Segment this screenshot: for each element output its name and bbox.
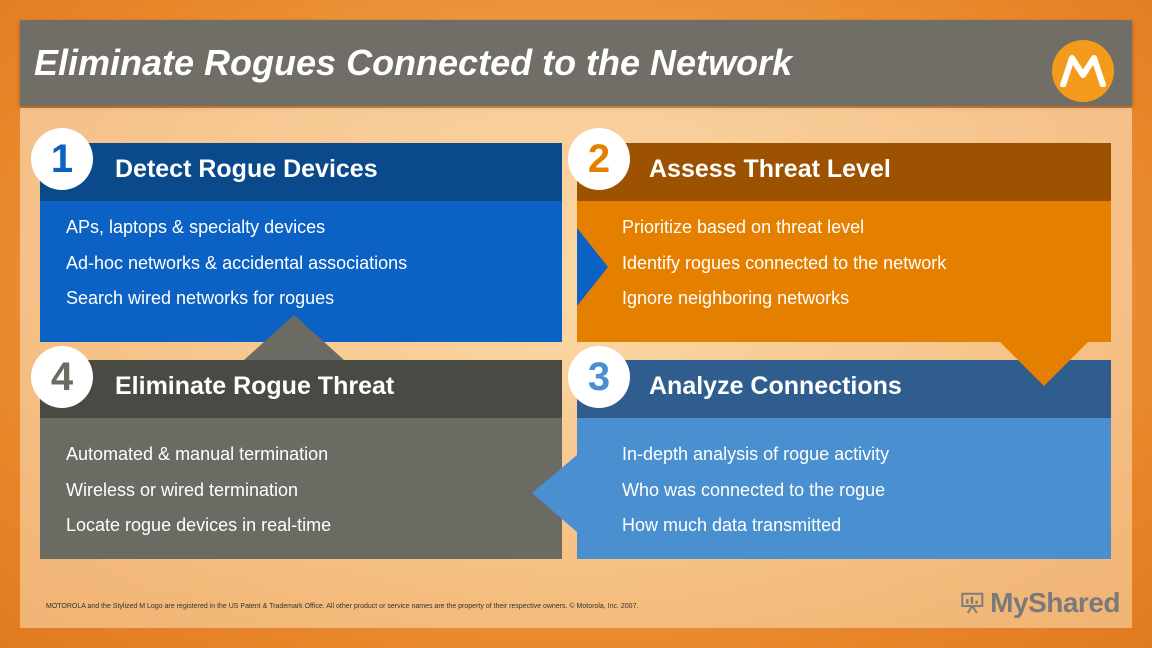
step-number: 4 [50, 355, 74, 399]
slide-title: Eliminate Rogues Connected to the Networ… [34, 42, 793, 83]
step-number: 2 [587, 137, 611, 181]
step-number-badge: 2 [568, 128, 630, 190]
quadrant-body: APs, laptops & specialty devices Ad-hoc … [40, 201, 562, 342]
motorola-logo-icon [1052, 40, 1114, 102]
legal-footer: MOTOROLA and the Stylized M Logo are reg… [46, 603, 639, 610]
list-item: Wireless or wired termination [66, 480, 299, 500]
quadrant-heading: Detect Rogue Devices [115, 155, 378, 183]
arrow-up-icon [244, 315, 344, 360]
list-item: APs, laptops & specialty devices [66, 217, 326, 237]
title-bar: Eliminate Rogues Connected to the Networ… [20, 20, 1132, 106]
quadrant-body: Prioritize based on threat level Identif… [577, 201, 1111, 342]
quadrant-heading: Analyze Connections [649, 372, 902, 400]
myshared-presentation-icon [961, 592, 984, 614]
step-number: 3 [587, 355, 611, 399]
list-item: Locate rogue devices in real-time [66, 515, 332, 535]
step-number-badge: 4 [31, 346, 93, 408]
list-item: Prioritize based on threat level [622, 217, 865, 237]
list-item: Automated & manual termination [66, 444, 329, 464]
list-item: Ad-hoc networks & accidental association… [66, 253, 408, 273]
list-item: Ignore neighboring networks [622, 288, 850, 308]
quadrant-heading: Assess Threat Level [649, 155, 891, 183]
arrow-down-icon [1000, 342, 1088, 386]
list-item: Who was connected to the rogue [622, 480, 886, 500]
list-item: Search wired networks for rogues [66, 288, 335, 308]
watermark-text: MyShared [990, 587, 1120, 618]
list-item: Identify rogues connected to the network [622, 253, 947, 273]
quadrant-header: Analyze Connections [577, 360, 1111, 418]
quadrant-assess: Assess Threat Level Prioritize based on … [577, 143, 1111, 342]
arrow-right-icon [577, 228, 608, 306]
list-item: In-depth analysis of rogue activity [622, 444, 890, 464]
quadrant-body: Automated & manual termination Wireless … [40, 418, 562, 559]
quadrant-body: In-depth analysis of rogue activity Who … [577, 418, 1111, 559]
watermark: MyShared [960, 586, 1120, 620]
quadrant-detect: Detect Rogue Devices APs, laptops & spec… [40, 143, 562, 342]
list-item: How much data transmitted [622, 515, 842, 535]
step-number: 1 [50, 137, 74, 181]
arrow-left-icon [532, 455, 577, 532]
quadrant-analyze: Analyze Connections In-depth analysis of… [577, 360, 1111, 559]
step-number-badge: 3 [568, 346, 630, 408]
quadrant-heading: Eliminate Rogue Threat [115, 372, 395, 400]
quadrant-header: Detect Rogue Devices [40, 143, 562, 201]
quadrant-header: Eliminate Rogue Threat [40, 360, 562, 418]
step-number-badge: 1 [31, 128, 93, 190]
quadrant-eliminate: Eliminate Rogue Threat Automated & manua… [40, 360, 562, 559]
quadrant-header: Assess Threat Level [577, 143, 1111, 201]
